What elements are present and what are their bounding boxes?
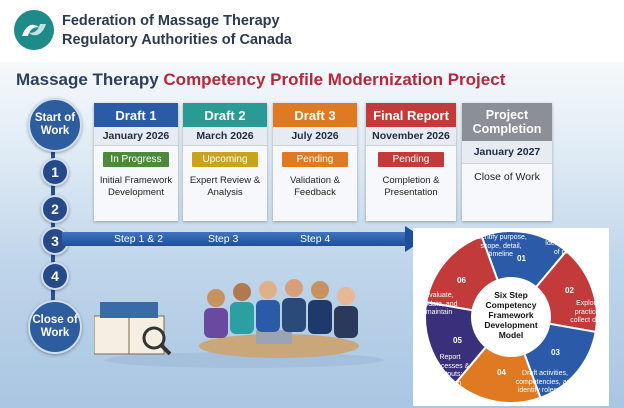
card-date: January 2027 (462, 141, 552, 164)
card-final-report: Final Report November 2026 Pending Compl… (366, 103, 456, 221)
card-title: Draft 2 (183, 103, 267, 127)
progress-arrow (62, 232, 407, 246)
status-badge: Pending (378, 152, 444, 167)
page-title: Massage Therapy Competency Profile Moder… (16, 70, 505, 90)
card-description: Completion & Presentation (382, 175, 440, 198)
hands-logo-icon (14, 10, 54, 50)
status-badge: Pending (282, 152, 348, 167)
step-label-3: Step 4 (300, 233, 331, 245)
segment-number-1: 01 (517, 254, 526, 263)
segment-text-5: Report processes & outputs; publish (430, 354, 470, 387)
org-name-line1: Federation of Massage Therapy (62, 13, 280, 29)
title-part-2: Competency Profile Modernization Project (163, 70, 506, 89)
timeline-marker-1: 1 (41, 158, 69, 186)
segment-number-3: 03 (551, 348, 560, 357)
segment-number-4: 04 (497, 368, 506, 377)
card-date: March 2026 (183, 127, 267, 146)
status-badge: In Progress (103, 152, 169, 167)
card-title: Draft 3 (273, 103, 357, 127)
team-meeting-illustration (93, 268, 394, 368)
org-name-line2: Regulatory Authorities of Canada (62, 32, 292, 48)
card-description: Initial Framework Development (99, 175, 173, 198)
title-part-1: Massage Therapy (16, 70, 164, 89)
segment-text-2: Identify features of practice (545, 240, 595, 256)
status-badge: Upcoming (192, 152, 258, 167)
card-draft-3: Draft 3 July 2026 Pending Validation & F… (273, 103, 357, 221)
six-step-model-wheel: Six Step Competency Framework Developmen… (413, 228, 609, 406)
card-date: November 2026 (366, 127, 456, 146)
card-description: Expert Review & Analysis (189, 175, 261, 198)
card-draft-1: Draft 1 January 2026 In Progress Initial… (94, 103, 178, 221)
card-project-completion: Project Completion January 2027 Close of… (462, 103, 552, 221)
start-of-work-circle: Start of Work (28, 98, 82, 152)
card-title: Project Completion (462, 103, 552, 141)
card-title: Final Report (366, 103, 456, 127)
segment-number-6: 06 (457, 276, 466, 285)
step-label-1: Step 1 & 2 (114, 233, 164, 245)
card-title: Draft 1 (94, 103, 178, 127)
close-of-work-circle: Close of Work (28, 300, 82, 354)
segment-text-6: Evaluate, update, and maintain (420, 292, 458, 316)
timeline-marker-4: 4 (41, 262, 69, 290)
card-description: Validation & Feedback (290, 175, 340, 198)
segment-text-1: Identify purpose, scope, detail, timelin… (475, 234, 527, 258)
step-label-2: Step 3 (208, 233, 239, 245)
segment-text-3: Explore practice; collect data (570, 300, 606, 324)
card-description: Close of Work (474, 171, 540, 183)
segment-number-2: 02 (565, 286, 574, 295)
wheel-segment-1 (480, 230, 568, 319)
wheel-segment-4 (454, 315, 542, 404)
header: Federation of Massage Therapy Regulatory… (0, 0, 624, 62)
timeline-marker-2: 2 (41, 195, 69, 223)
segment-number-5: 05 (453, 336, 462, 345)
card-date: July 2026 (273, 127, 357, 146)
wheel-center-title: Six Step Competency Framework Developmen… (484, 290, 538, 340)
segment-text-4: Draft activities, competencies, and iden… (515, 370, 575, 394)
card-draft-2: Draft 2 March 2026 Upcoming Expert Revie… (183, 103, 267, 221)
card-date: January 2026 (94, 127, 178, 146)
